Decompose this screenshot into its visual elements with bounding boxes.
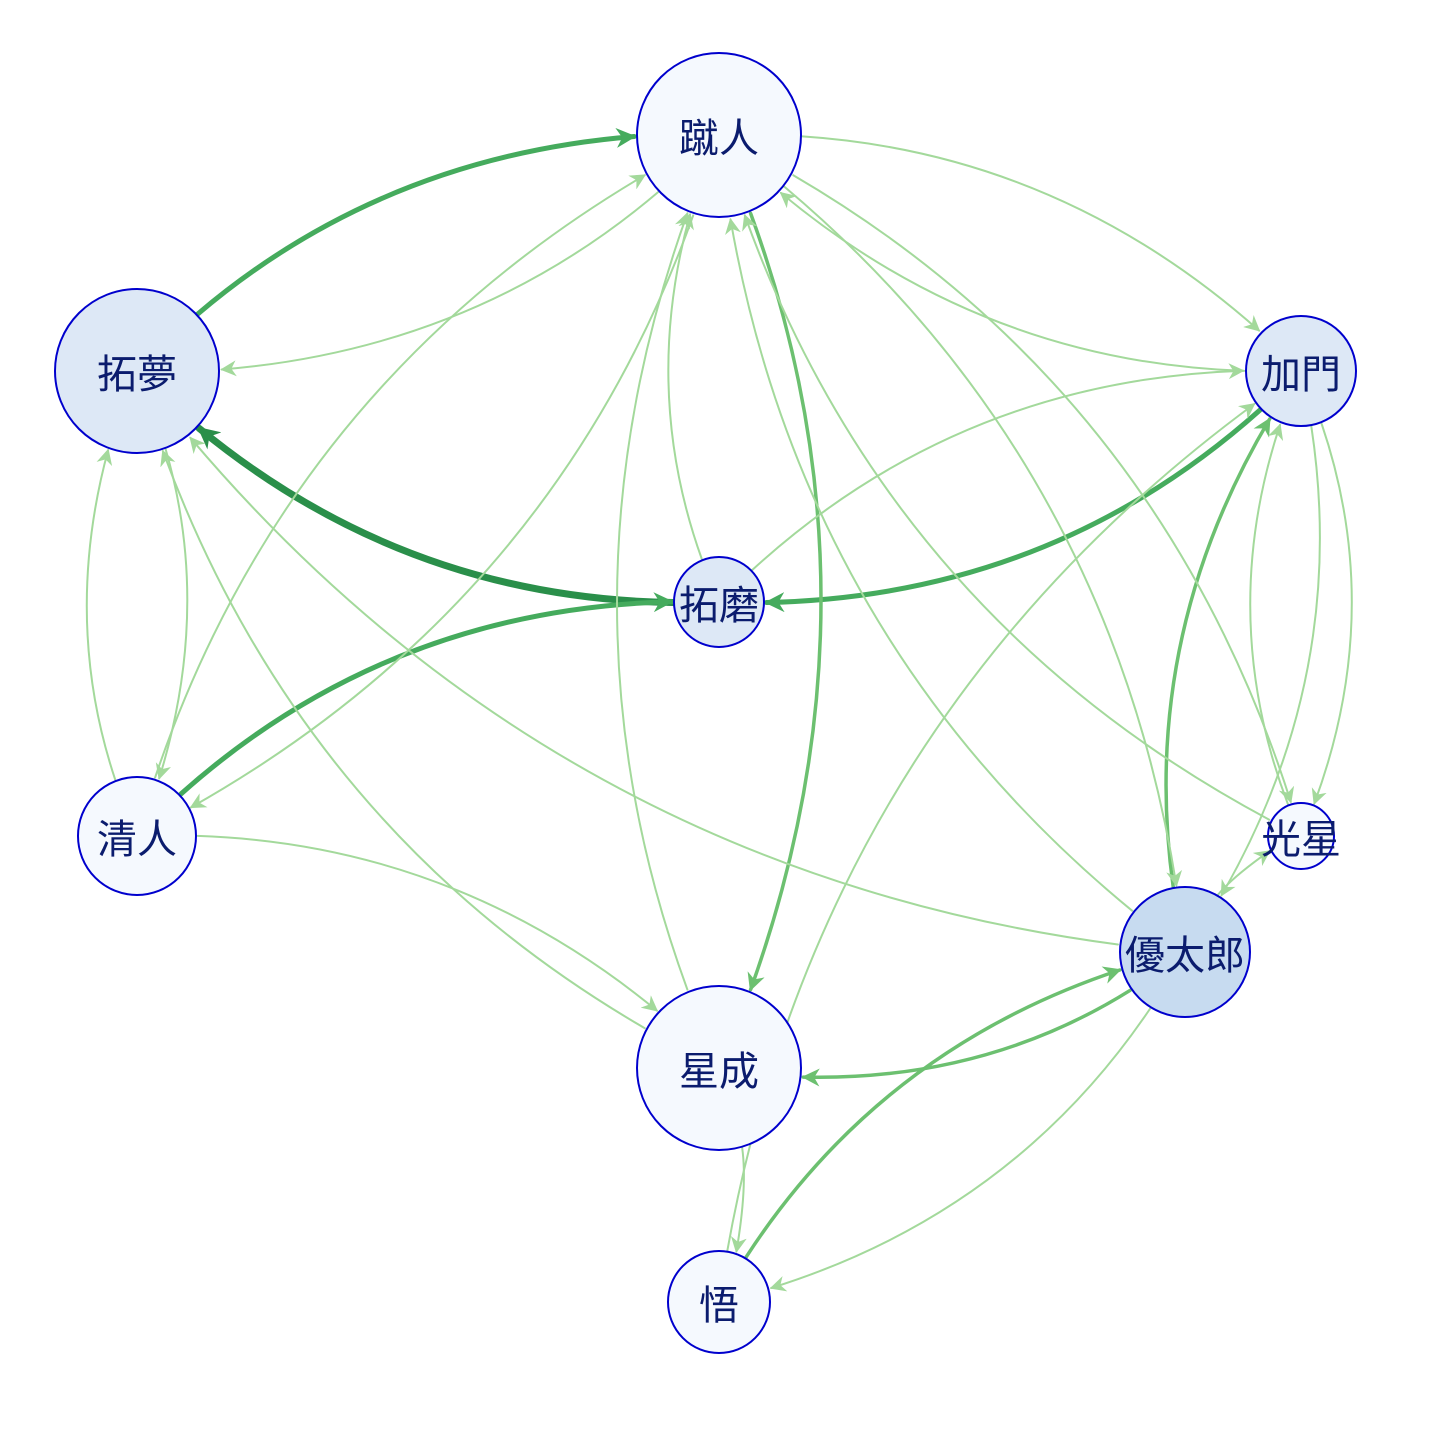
edge-seisei-to-takumu bbox=[160, 449, 646, 1030]
node-seisei: 星成 bbox=[636, 985, 802, 1151]
edge-shujin-to-kamon bbox=[801, 135, 1261, 332]
node-circle bbox=[667, 1250, 771, 1354]
node-kamon: 加門 bbox=[1245, 315, 1357, 427]
edge-kiyoto-to-takuma bbox=[178, 592, 675, 797]
edge-takuma-to-shujin bbox=[667, 212, 703, 560]
node-yutaro: 優太郎 bbox=[1119, 886, 1251, 1018]
edge-takuma-to-takumu bbox=[195, 424, 677, 606]
node-label: 蹴人 bbox=[679, 116, 759, 162]
edge-kosei-to-kamon bbox=[1249, 423, 1289, 806]
edge-yutaro-to-satoru bbox=[769, 1007, 1152, 1292]
edge-yutaro-to-seisei bbox=[801, 988, 1132, 1087]
node-kiyoto: 清人 bbox=[77, 776, 197, 896]
edge-shujin-to-kosei bbox=[792, 174, 1295, 804]
node-circle bbox=[636, 52, 802, 218]
node-circle bbox=[1245, 315, 1357, 427]
edge-kiyoto-to-takumu bbox=[85, 448, 117, 781]
node-circle bbox=[673, 556, 765, 648]
node-circle bbox=[636, 985, 802, 1151]
node-label: 加門 bbox=[1261, 352, 1341, 398]
node-label: 清人 bbox=[97, 817, 177, 863]
edge-takuma-to-kamon bbox=[751, 363, 1245, 572]
edge-kamon-to-takuma bbox=[763, 407, 1263, 613]
edge-seisei-to-shujin bbox=[616, 211, 691, 991]
edge-kiyoto-to-shujin bbox=[154, 174, 647, 779]
edge-yutaro-to-kosei bbox=[1217, 850, 1271, 896]
edge-kiyoto-to-seisei bbox=[196, 834, 659, 1012]
edge-satoru-to-kamon bbox=[726, 403, 1256, 1252]
edge-kamon-to-shujin bbox=[779, 191, 1246, 372]
node-label: 光星 bbox=[1261, 817, 1341, 863]
edge-kamon-to-kosei bbox=[1311, 423, 1353, 806]
edge-yutaro-to-shujin bbox=[725, 217, 1134, 912]
node-label: 悟 bbox=[699, 1283, 739, 1329]
node-circle bbox=[77, 776, 197, 896]
node-satoru: 悟 bbox=[667, 1250, 771, 1354]
edge-seisei-to-satoru bbox=[730, 1147, 747, 1254]
node-takumu: 拓夢 bbox=[54, 288, 220, 454]
node-label: 拓磨 bbox=[679, 583, 759, 629]
edge-takumu-to-shujin bbox=[195, 127, 637, 317]
node-takuma: 拓磨 bbox=[673, 556, 765, 648]
node-label: 星成 bbox=[679, 1049, 759, 1095]
edge-shujin-to-seisei bbox=[747, 211, 823, 992]
node-label: 優太郎 bbox=[1125, 933, 1245, 979]
edge-yutaro-to-kamon bbox=[1164, 417, 1272, 889]
edge-kamon-to-yutaro bbox=[1220, 425, 1321, 897]
node-circle bbox=[1267, 802, 1335, 870]
edge-shujin-to-takumu bbox=[220, 191, 660, 377]
node-circle bbox=[1119, 886, 1251, 1018]
node-kosei: 光星 bbox=[1261, 802, 1341, 870]
edge-shujin-to-kiyoto bbox=[189, 214, 695, 809]
node-shujin: 蹴人 bbox=[636, 52, 802, 218]
node-label: 拓夢 bbox=[97, 352, 177, 398]
node-circle bbox=[54, 288, 220, 454]
edge-layer bbox=[85, 127, 1353, 1292]
edge-kosei-to-shujin bbox=[742, 213, 1271, 821]
edge-yutaro-to-takumu bbox=[189, 436, 1119, 946]
edge-shujin-to-yutaro bbox=[783, 185, 1183, 887]
edge-satoru-to-yutaro bbox=[744, 966, 1122, 1259]
